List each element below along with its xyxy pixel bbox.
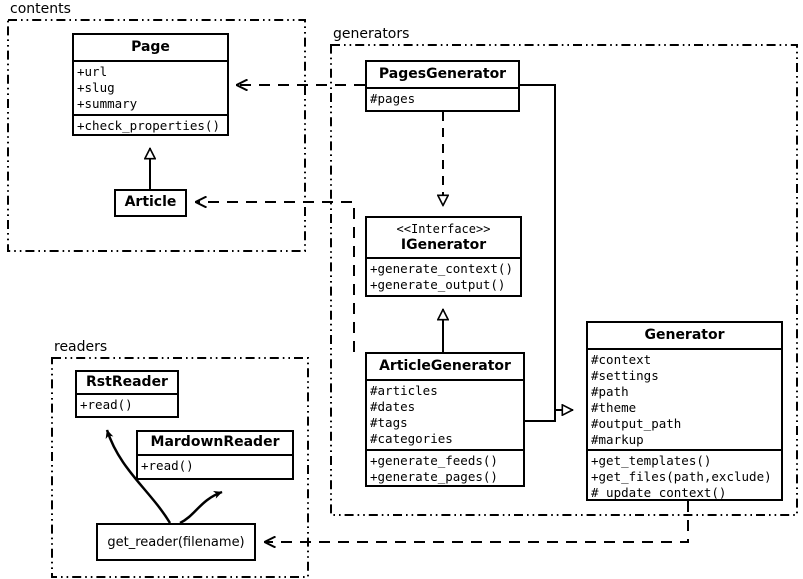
method-row: +generate_feeds() (370, 453, 498, 468)
class-title-rst-reader: RstReader (86, 374, 168, 390)
class-methods-article-generator: +generate_feeds() +generate_pages() (367, 449, 523, 488)
method-row: #_update_context() (591, 485, 727, 500)
relationship-getreader-to-rstreader (105, 429, 172, 524)
package-label-generators: generators (331, 26, 412, 42)
package-label-contents: contents (8, 1, 73, 17)
class-attributes-generator: #context #settings #path #theme #output_… (588, 348, 781, 449)
method-row: +get_templates() (591, 453, 712, 468)
method-row: +generate_context() (370, 261, 513, 276)
class-box-igenerator[interactable]: <<Interface>> IGenerator +generate_conte… (365, 216, 522, 297)
attribute-row: #context (591, 352, 652, 367)
attribute-row: +slug (77, 80, 115, 95)
method-row: +read() (80, 397, 133, 412)
class-methods-rst-reader: +read() (77, 393, 177, 416)
class-box-rst-reader[interactable]: RstReader +read() (75, 370, 179, 418)
class-box-article[interactable]: Article (114, 189, 187, 217)
attribute-row: #categories (370, 431, 453, 446)
class-methods-page: +check_properties() (74, 114, 227, 137)
attribute-row: #output_path (591, 416, 682, 431)
class-box-pages-generator[interactable]: PagesGenerator #pages (365, 60, 520, 112)
class-methods-mardown-reader: +read() (138, 454, 292, 477)
class-title-article-generator: ArticleGenerator (379, 358, 511, 374)
class-methods-generator: +get_templates() +get_files(path,exclude… (588, 449, 781, 504)
class-box-article-generator[interactable]: ArticleGenerator #articles #dates #tags … (365, 352, 525, 487)
method-row: +get_files(path,exclude) (591, 469, 772, 484)
attribute-row: #path (591, 384, 629, 399)
package-label-readers: readers (52, 339, 110, 355)
class-attributes-pages-generator: #pages (367, 87, 518, 110)
method-row: +generate_pages() (370, 469, 498, 484)
attribute-row: #dates (370, 399, 416, 414)
class-title-article: Article (124, 194, 177, 210)
relationship-generator-to-getreader (265, 501, 689, 542)
attribute-row: #theme (591, 400, 637, 415)
attribute-row: #settings (591, 368, 659, 383)
relationship-pagesgenerator-to-generator (520, 84, 573, 410)
class-attributes-article-generator: #articles #dates #tags #categories (367, 379, 523, 449)
relationship-getreader-to-mardownreader (179, 490, 223, 525)
package-frame-readers (51, 357, 309, 578)
class-title-pages-generator: PagesGenerator (378, 66, 507, 82)
class-box-mardown-reader[interactable]: MardownReader +read() (136, 430, 294, 480)
class-title-igenerator: <<Interface>> IGenerator (367, 218, 520, 257)
function-box-get-reader[interactable]: get_reader(filename) (96, 523, 256, 561)
class-stereotype-igenerator: <<Interface>> (396, 222, 491, 236)
attribute-row: #pages (370, 91, 416, 106)
function-label-get-reader: get_reader(filename) (107, 534, 245, 550)
class-title-page: Page (131, 39, 170, 55)
relationship-articlegenerator-to-generator (525, 410, 556, 422)
attribute-row: +url (77, 64, 108, 79)
class-box-generator[interactable]: Generator #context #settings #path #them… (586, 321, 783, 501)
relationship-articlegenerator-to-article (196, 202, 355, 352)
package-frame-contents (7, 19, 306, 252)
attribute-row: +summary (77, 96, 138, 111)
class-methods-igenerator: +generate_context() +generate_output() (367, 257, 520, 296)
class-name-igenerator: IGenerator (400, 237, 487, 253)
method-row: +check_properties() (77, 118, 220, 133)
attribute-row: #tags (370, 415, 408, 430)
method-row: +generate_output() (370, 277, 506, 292)
class-title-mardown-reader: MardownReader (150, 434, 280, 450)
attribute-row: #markup (591, 432, 644, 447)
attribute-row: #articles (370, 383, 438, 398)
method-row: +read() (141, 458, 194, 473)
class-attributes-page: +url +slug +summary (74, 60, 227, 114)
class-title-generator: Generator (644, 327, 725, 343)
class-box-page[interactable]: Page +url +slug +summary +check_properti… (72, 33, 229, 136)
